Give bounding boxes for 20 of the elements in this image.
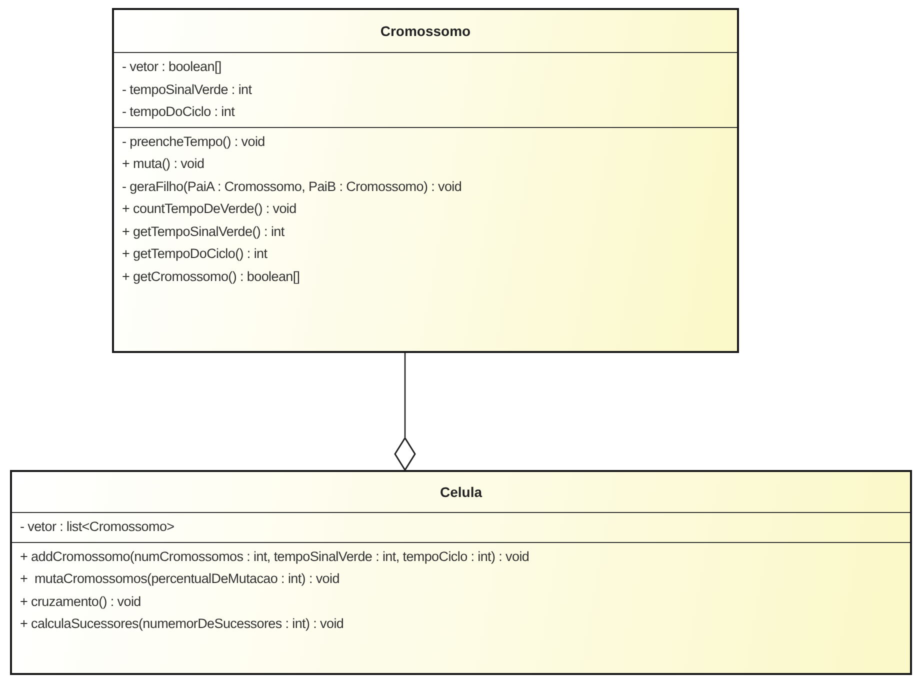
class-box	[112, 8, 739, 353]
class-box	[10, 470, 912, 675]
class-name: Celula	[440, 484, 482, 500]
method-text: + cruzamento() : void	[20, 592, 142, 611]
attribute-text: - tempoSinalVerde : int	[122, 80, 253, 99]
method-text: + mutaCromossomos(percentualDeMutacao : int) : void	[20, 570, 340, 588]
method-text: + getTempoDoCiclo() : int	[122, 245, 268, 263]
method-text: + getCromossomo() : boolean[]	[122, 268, 301, 286]
method-text: - preencheTempo() : void	[122, 132, 266, 151]
attribute-text: - tempoDoCiclo : int	[122, 103, 236, 121]
method-text: + addCromossomo(numCromossomos : int, tempoSinalVerde : int, tempoCiclo : int) : void	[20, 548, 530, 566]
aggregation-connector	[394, 353, 416, 471]
method-text: + getTempoSinalVerde() : int	[122, 222, 286, 241]
attribute-text: - vetor : list<Cromossomo>	[20, 518, 176, 536]
class-name: Cromossomo	[380, 23, 471, 39]
method-text: + calculaSucessores(numemorDeSucessores : int) : void	[20, 615, 345, 633]
attribute-text: - vetor : boolean[]	[122, 58, 222, 76]
method-text: + countTempoDeVerde() : void	[122, 200, 298, 218]
method-text: + muta() : void	[122, 155, 206, 173]
method-text: - geraFilho(PaiA : Cromossomo, PaiB : Cromossomo) : void	[122, 178, 463, 196]
